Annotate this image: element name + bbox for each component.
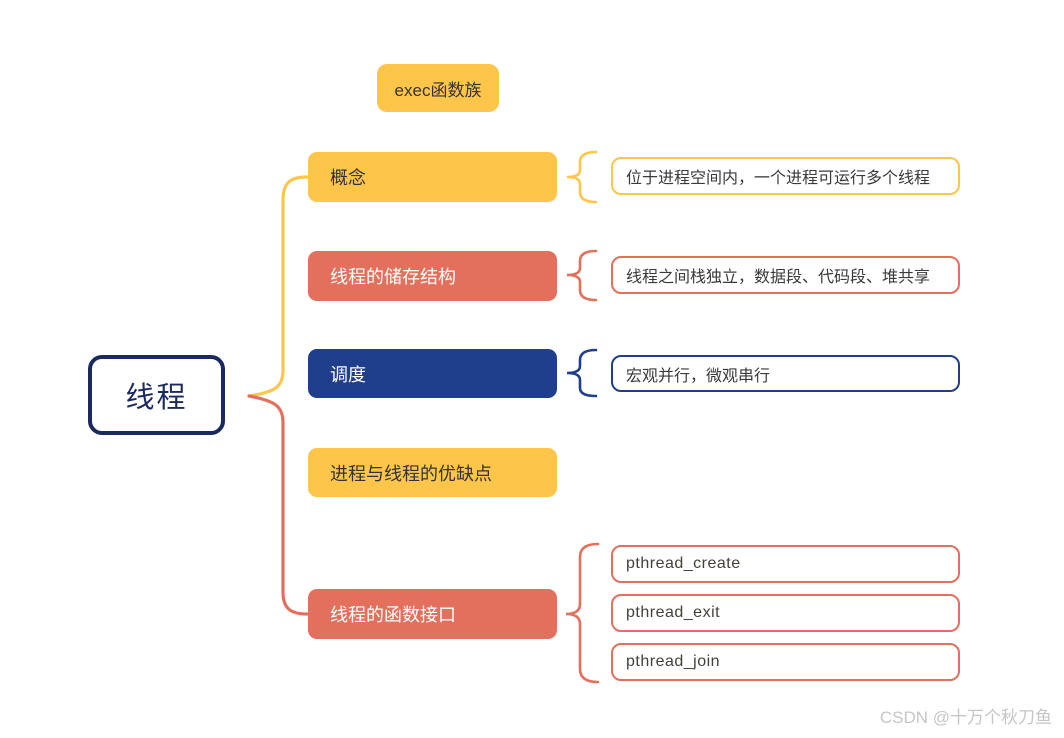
child-topic-pthread-exit[interactable]: pthread_exit (611, 594, 960, 632)
branch-label: 线程的储存结构 (330, 267, 456, 287)
branch-topic-functions[interactable]: 线程的函数接口 (308, 589, 557, 639)
root-topic[interactable]: 线程 (88, 355, 225, 435)
branch-label: 线程的函数接口 (330, 605, 456, 625)
brace-branch-2 (566, 249, 598, 302)
root-brace-lower (247, 394, 309, 616)
branch-label: 概念 (330, 168, 366, 188)
branch-label: 调度 (330, 364, 366, 385)
floating-topic-exec[interactable]: exec函数族 (377, 64, 499, 112)
branch-topic-concept[interactable]: 概念 (308, 152, 557, 202)
child-label: pthread_create (626, 555, 741, 572)
child-topic-concept-detail[interactable]: 位于进程空间内，一个进程可运行多个线程 (611, 157, 960, 195)
child-label: 位于进程空间内，一个进程可运行多个线程 (626, 170, 931, 187)
branch-topic-scheduling[interactable]: 调度 (308, 349, 557, 398)
csdn-watermark: CSDN @十万个秋刀鱼 (879, 708, 1052, 727)
child-topic-scheduling-detail[interactable]: 宏观并行，微观串行 (611, 355, 960, 392)
child-label: 宏观并行，微观串行 (626, 367, 771, 385)
brace-branch-1 (566, 150, 598, 204)
child-label: pthread_exit (626, 604, 721, 621)
root-brace-upper (247, 175, 309, 398)
floating-topic-label: exec函数族 (394, 80, 482, 100)
branch-topic-pros-cons[interactable]: 进程与线程的优缺点 (308, 448, 557, 497)
child-label: pthread_join (626, 653, 721, 670)
child-label: 线程之间栈独立，数据段、代码段、堆共享 (626, 269, 931, 286)
branch-topic-storage[interactable]: 线程的储存结构 (308, 251, 557, 301)
brace-branch-5 (565, 542, 600, 684)
child-topic-pthread-create[interactable]: pthread_create (611, 545, 960, 583)
root-topic-label: 线程 (125, 382, 188, 414)
child-topic-pthread-join[interactable]: pthread_join (611, 643, 960, 681)
branch-label: 进程与线程的优缺点 (330, 463, 492, 484)
child-topic-storage-detail[interactable]: 线程之间栈独立，数据段、代码段、堆共享 (611, 256, 960, 294)
brace-branch-3 (566, 348, 598, 398)
